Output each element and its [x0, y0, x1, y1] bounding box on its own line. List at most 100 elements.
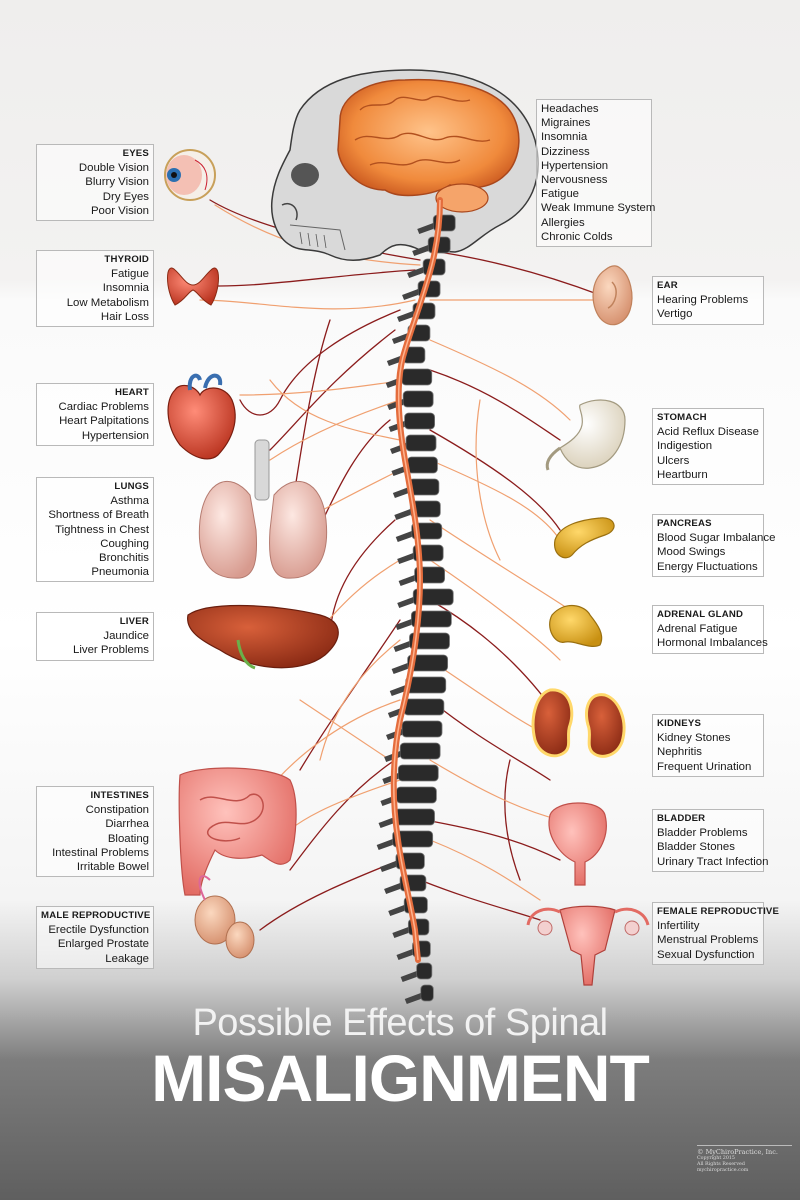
vertebra-process	[394, 509, 411, 520]
eyes-item: Dry Eyes	[102, 190, 149, 203]
male-reproductive-item: Enlarged Prostate	[57, 938, 149, 951]
bladder-item: Urinary Tract Infection	[657, 855, 769, 868]
bladder-item: Bladder Problems	[657, 827, 748, 840]
brain	[337, 78, 520, 213]
kidneys-item: Nephritis	[657, 746, 702, 759]
kidneys-item: Kidney Stones	[657, 732, 731, 745]
brain-item: Chronic Colds	[541, 230, 613, 243]
ear-item: Hearing Problems	[657, 294, 749, 307]
heart-icon	[167, 373, 236, 460]
vertebra-process	[389, 685, 406, 696]
stomach-item: Acid Reflux Disease	[657, 426, 759, 439]
thyroid-item: Fatigue	[111, 268, 149, 281]
female-reproductive-item: Menstrual Problems	[657, 934, 759, 947]
adrenal-gland-label-box: ADRENAL GLAND Adrenal Fatigue Hormonal I…	[652, 605, 768, 654]
adrenal-gland-icon	[549, 605, 603, 647]
thyroid-heading: THYROID	[104, 254, 149, 265]
vertebra	[420, 984, 434, 1002]
vertebra-process	[379, 861, 396, 872]
eyes-label-box: EYES Double Vision Blurry Vision Dry Eye…	[36, 144, 154, 222]
pancreas-item: Blood Sugar Imbalance	[657, 532, 776, 545]
female-reproductive-label-box: FEMALE REPRODUCTIVE Infertility Menstrua…	[652, 902, 779, 965]
vertebra-process	[392, 487, 409, 498]
heart-item: Heart Palpitations	[59, 415, 149, 428]
intestines-item: Constipation	[85, 804, 149, 817]
vertebra-process	[412, 245, 429, 256]
intestines-item: Diarrhea	[105, 818, 149, 831]
lungs-item: Coughing	[100, 537, 149, 550]
thyroid-item: Low Metabolism	[66, 296, 149, 309]
vertebra-process	[397, 553, 414, 564]
bladder-heading: BLADDER	[657, 813, 706, 824]
copyright-year: Copyright 2015	[697, 1156, 735, 1161]
ear-icon	[592, 265, 633, 326]
eyes-heading: EYES	[122, 148, 149, 159]
thyroid-icon	[167, 267, 219, 306]
male-reproductive-item: Leakage	[105, 952, 149, 965]
vertebra	[405, 434, 437, 452]
vertebra-process	[391, 333, 408, 344]
lungs-item: Asthma	[110, 495, 149, 508]
vertebra-process	[398, 575, 415, 586]
brain-item: Hypertension	[541, 159, 609, 172]
vertebra	[402, 390, 434, 408]
ear-heading: EAR	[657, 280, 678, 291]
liver-icon	[187, 604, 339, 670]
intestines-icon	[178, 767, 297, 896]
liver-label-box: LIVER Jaundice Liver Problems	[36, 612, 154, 661]
vertebra-process	[393, 641, 410, 652]
vertebra	[403, 698, 445, 716]
heart-label-box: HEART Cardiac Problems Heart Palpitation…	[36, 383, 154, 446]
bladder-item: Bladder Stones	[657, 841, 735, 854]
lungs-item: Tightness in Chest	[55, 523, 149, 536]
adrenal-gland-item: Hormonal Imbalances	[657, 637, 768, 650]
vertebra	[394, 808, 435, 826]
brain-item: Fatigue	[541, 188, 579, 201]
bladder-label-box: BLADDER Bladder Problems Bladder Stones …	[652, 809, 769, 872]
eyes-item: Blurry Vision	[85, 176, 149, 189]
vertebra-process	[396, 949, 413, 960]
vertebra-process	[378, 817, 395, 828]
vertebra-process	[404, 993, 421, 1004]
heart-item: Hypertension	[81, 429, 149, 442]
liver-item: Jaundice	[103, 630, 149, 643]
kidneys-heading: KIDNEYS	[657, 718, 702, 729]
lungs-heading: LUNGS	[114, 481, 149, 492]
stomach-item: Indigestion	[657, 440, 713, 453]
brain-item: Weak Immune System	[541, 202, 656, 215]
male-reproductive-heading: MALE REPRODUCTIVE	[41, 910, 151, 921]
vertebra	[407, 456, 438, 474]
brain-item: Headaches	[541, 103, 599, 115]
intestines-heading: INTESTINES	[90, 790, 149, 801]
poster-subtitle: Possible Effects of Spinal	[192, 1002, 608, 1044]
eye-icon	[164, 149, 216, 201]
male-reproductive-label-box: MALE REPRODUCTIVE Erectile Dysfunction E…	[36, 906, 154, 969]
eyes-item: Poor Vision	[90, 204, 149, 217]
vertebra-process	[407, 267, 424, 278]
copyright-site: mychiropractice.com	[697, 1168, 749, 1173]
liver-heading: LIVER	[119, 616, 149, 627]
pancreas-item: Energy Fluctuations	[657, 560, 758, 573]
brain-item: Migraines	[541, 117, 591, 130]
female-reproductive-item: Sexual Dysfunction	[657, 948, 755, 961]
vertebra-process	[376, 839, 393, 850]
poster-title: MISALIGNMENT	[151, 1041, 650, 1115]
vertebra	[397, 764, 439, 782]
intestines-item: Bloating	[107, 832, 149, 845]
intestines-label-box: INTESTINES Constipation Diarrhea Bloatin…	[36, 786, 154, 878]
vertebra-process	[388, 905, 405, 916]
brain-item: Nervousness	[541, 174, 608, 187]
female-reproductive-icon	[526, 905, 650, 986]
brain-item: Allergies	[541, 216, 585, 229]
thyroid-item: Insomnia	[102, 282, 149, 295]
thyroid-item: Hair Loss	[100, 310, 149, 323]
copyright-block: © MyChiroPractice, Inc. Copyright 2015 A…	[697, 1145, 792, 1174]
vertebra-process	[392, 927, 409, 938]
ear-label-box: EAR Hearing Problems Vertigo	[652, 276, 764, 325]
vertebra	[404, 412, 435, 430]
lungs-item: Shortness of Breath	[48, 509, 149, 522]
copyright-rights: All Rights Reserved	[697, 1162, 745, 1167]
stomach-icon	[545, 399, 626, 471]
